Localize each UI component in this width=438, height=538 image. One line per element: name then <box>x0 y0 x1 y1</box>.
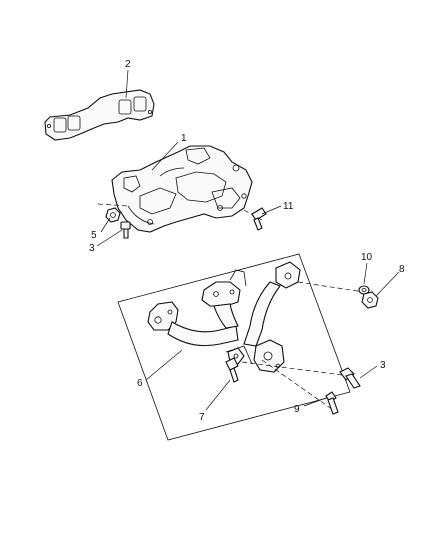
manifold-gasket <box>44 89 155 141</box>
leader-lines <box>96 69 400 411</box>
callout-10: 10 <box>361 252 373 263</box>
nut-part-5 <box>105 207 121 223</box>
callout-11: 11 <box>283 201 294 212</box>
washer-part-10 <box>358 285 370 295</box>
fastener-guide-line <box>261 359 337 413</box>
fastener-guide-line <box>241 361 351 377</box>
fastener-guide-line <box>297 281 365 293</box>
callout-8: 8 <box>399 264 405 275</box>
exhaust-group-plate <box>117 253 351 441</box>
intake-manifold <box>111 145 253 233</box>
bolt-part-3-upper <box>120 221 131 239</box>
callout-7: 7 <box>199 412 205 423</box>
callout-6: 6 <box>137 378 143 389</box>
stud-part-9 <box>325 391 339 415</box>
bolt-part-3-lower <box>339 367 361 389</box>
exhaust-manifold <box>147 261 301 373</box>
nut-part-8 <box>361 291 379 309</box>
callout-3-upper: 3 <box>89 243 95 254</box>
callout-9: 9 <box>294 404 300 415</box>
callout-5: 5 <box>91 230 97 241</box>
stud-part-11 <box>251 207 267 231</box>
callout-2: 2 <box>125 59 131 70</box>
bolt-part-7 <box>225 357 239 383</box>
callout-1: 1 <box>181 133 187 144</box>
stud-guide-line <box>97 203 129 207</box>
callout-3-lower: 3 <box>380 360 386 371</box>
